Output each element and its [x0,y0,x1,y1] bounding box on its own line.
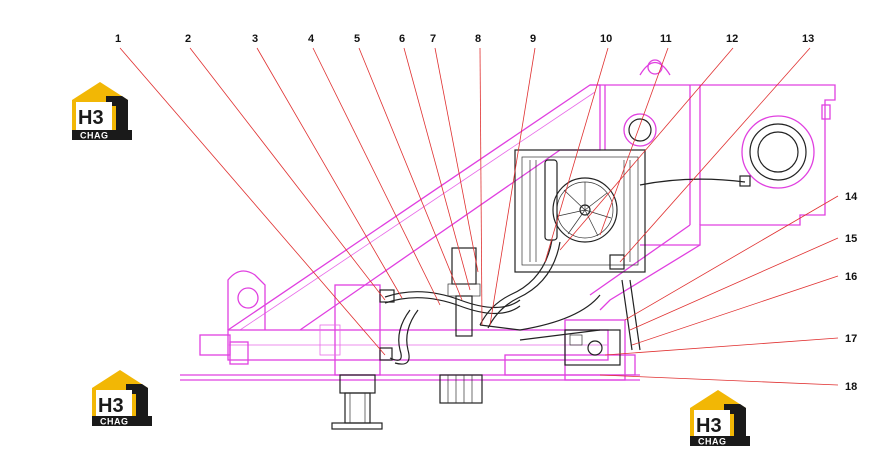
callout-3: 3 [252,33,258,45]
leader-lines [119,47,839,386]
logo-text: CHAG [100,417,129,427]
brand-logo: H3 CHAG [92,370,152,427]
callout-18: 18 [845,381,857,393]
callout-6: 6 [399,33,405,45]
callout-5: 5 [354,33,360,45]
callout-10: 10 [600,33,612,45]
logo-mark: H3 [696,415,722,437]
logo-mark: H3 [78,107,104,129]
callout-9: 9 [530,33,536,45]
brand-logo: H3 CHAG [72,82,132,141]
callout-labels: 1 2 3 4 5 6 7 8 9 10 11 12 13 14 15 16 1… [115,33,858,393]
callout-4: 4 [308,33,315,45]
logo-text: CHAG [80,131,109,141]
brand-logo: H3 CHAG [690,390,750,447]
hose-assembly [331,239,641,430]
callout-14: 14 [845,191,858,203]
callout-13: 13 [802,33,814,45]
callout-17: 17 [845,333,857,345]
logo-mark: H3 [98,395,124,417]
callout-8: 8 [475,33,481,45]
radiator-assembly [514,149,751,273]
callout-2: 2 [185,33,191,45]
callout-15: 15 [845,233,857,245]
callout-11: 11 [660,33,672,45]
logo-text: CHAG [698,437,727,447]
callout-7: 7 [430,33,436,45]
callout-1: 1 [115,33,121,45]
machine-frame [180,59,836,381]
callout-12: 12 [726,33,738,45]
callout-16: 16 [845,271,857,283]
